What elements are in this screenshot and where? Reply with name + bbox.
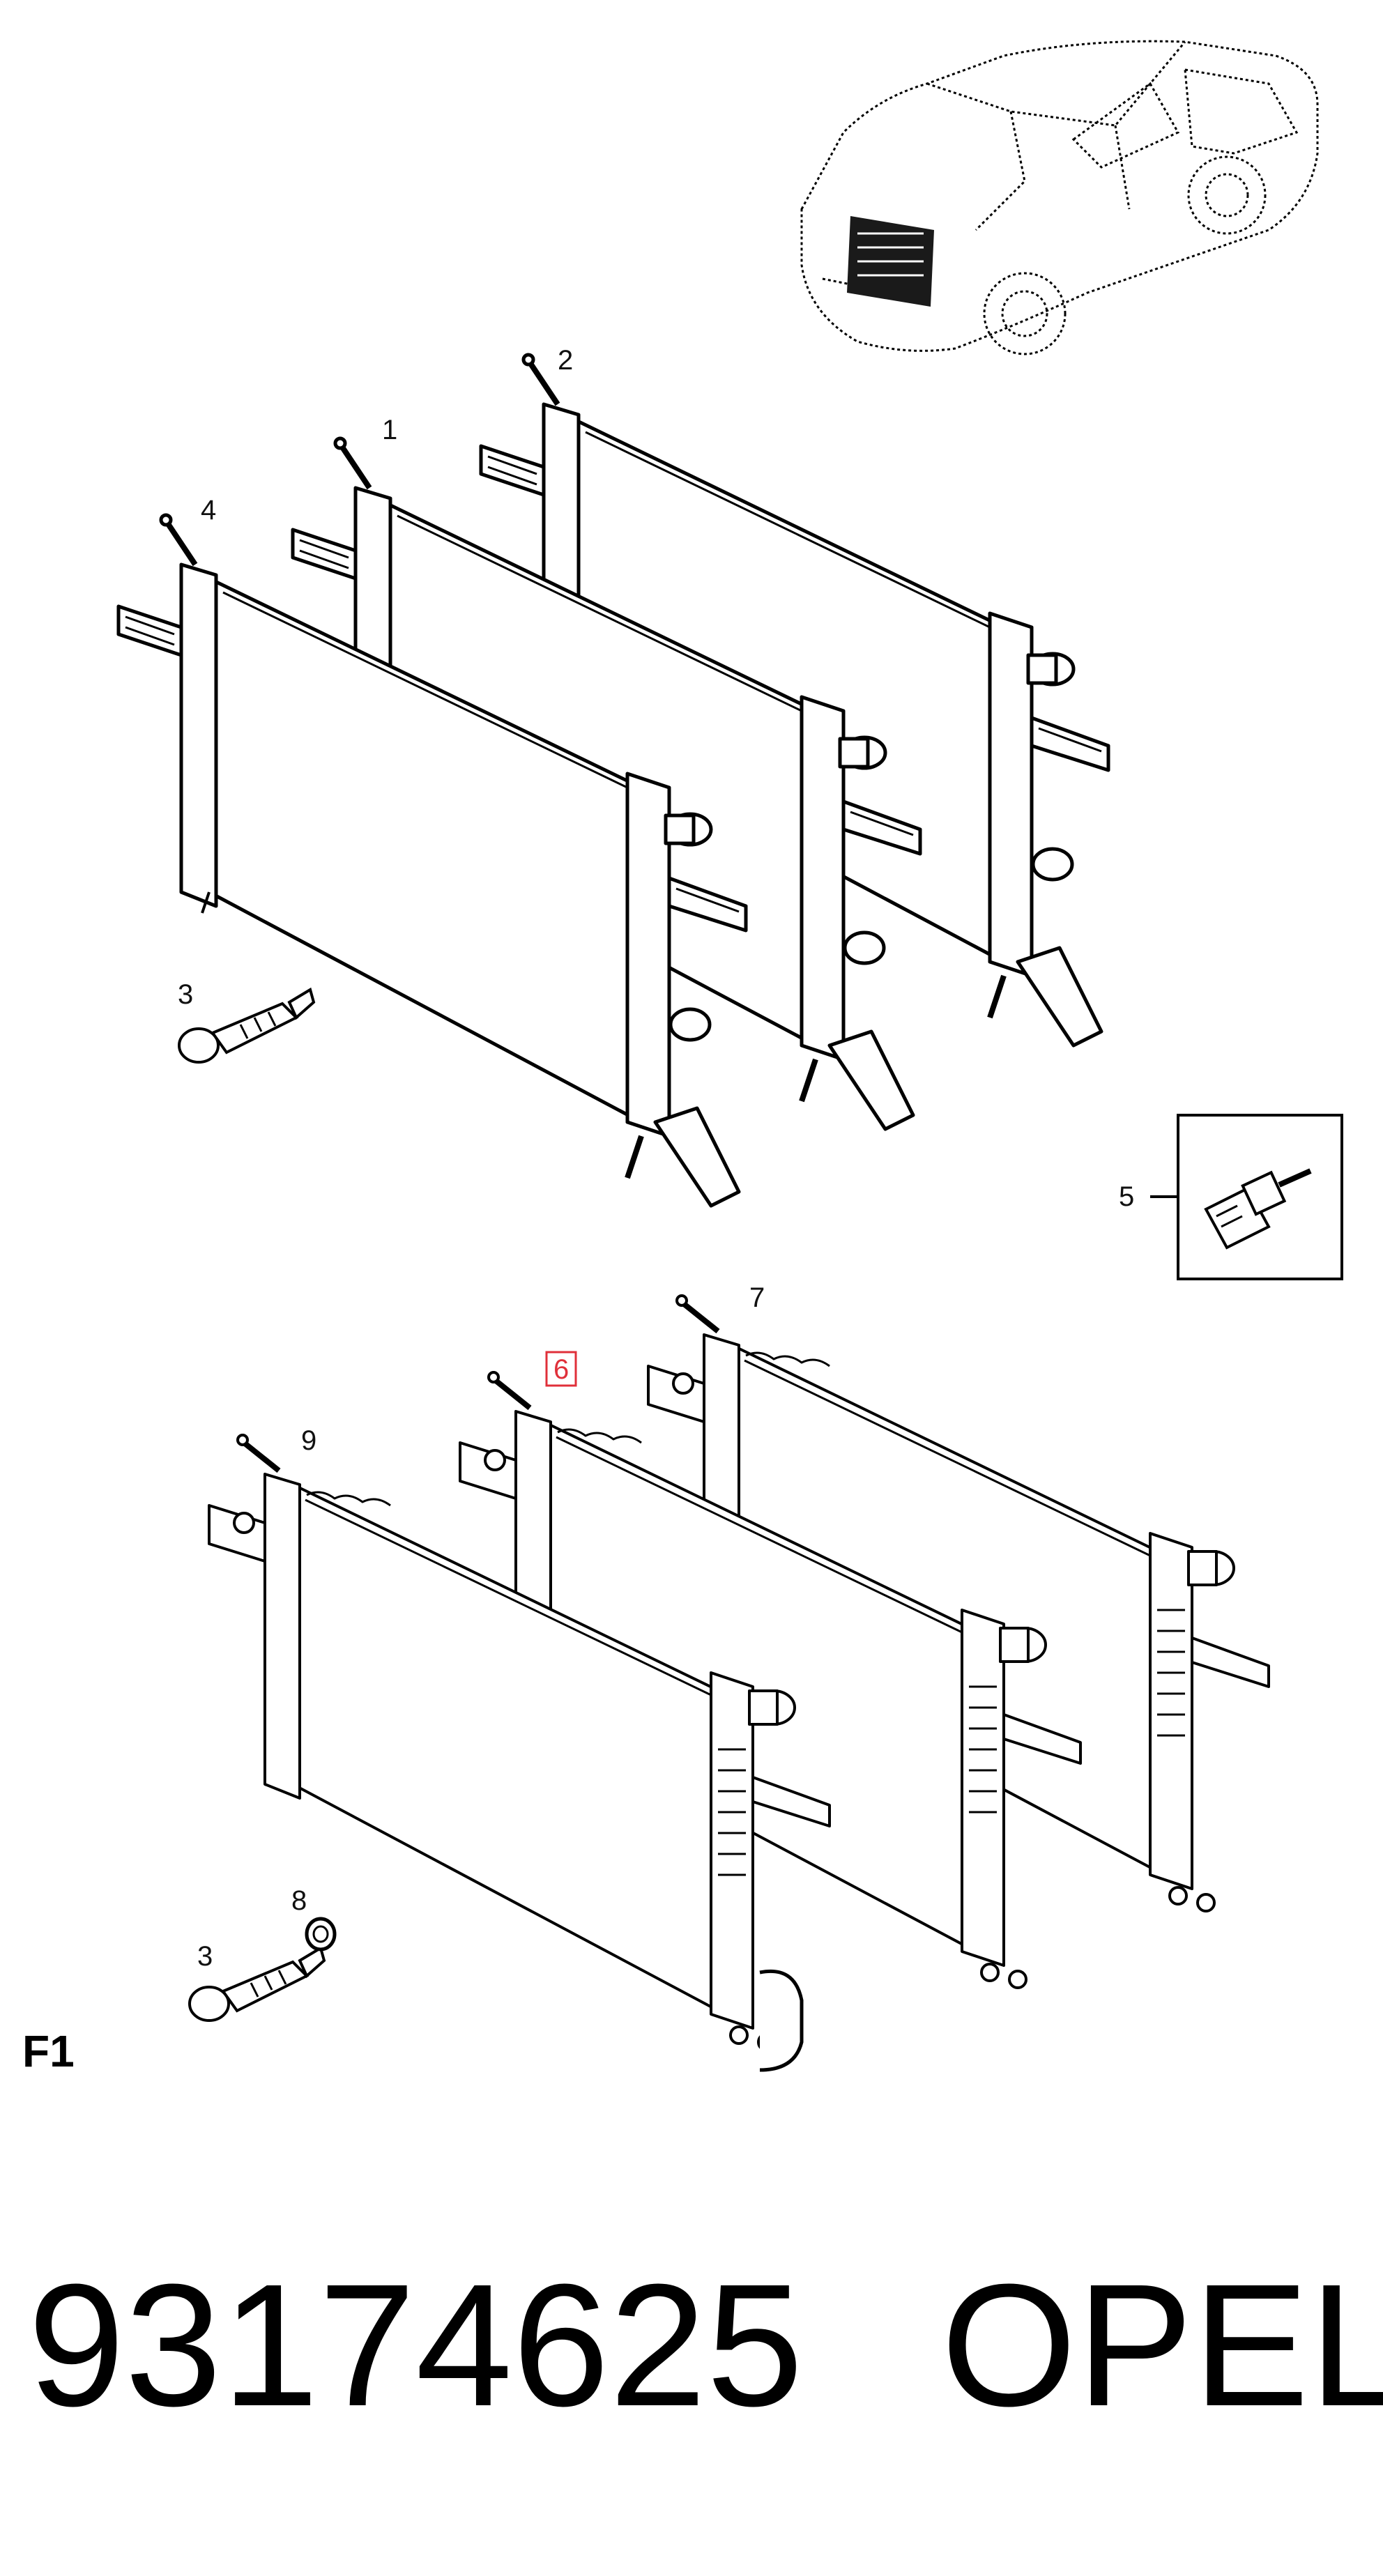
car-radiator-grille [847,216,934,307]
callout-8: 8 [291,1885,307,1916]
callout-5: 5 [1119,1181,1134,1212]
callout-1: 1 [382,415,397,445]
part-number: 93174625 [28,2248,804,2442]
callout-7: 7 [749,1282,765,1313]
figure-label: F1 [22,2026,75,2076]
o-ring-8 [305,1917,337,1952]
drain-plug-3-upper [178,988,315,1064]
callout-3-upper: 3 [178,979,193,1010]
callout-6: 6 [553,1354,569,1385]
callout-3-lower: 3 [197,1941,213,1972]
radiator-part-9 [209,1435,830,2072]
callout-2: 2 [558,345,573,376]
temperature-sensor-icon [1204,1168,1312,1250]
brand-name: OPEL [941,2248,1383,2442]
callout-6-highlight: 6 [545,1351,577,1387]
temperature-sensor-box [1150,1114,1343,1280]
car-illustration [800,40,1319,355]
callout-9: 9 [301,1425,316,1456]
callout-4: 4 [201,495,216,526]
